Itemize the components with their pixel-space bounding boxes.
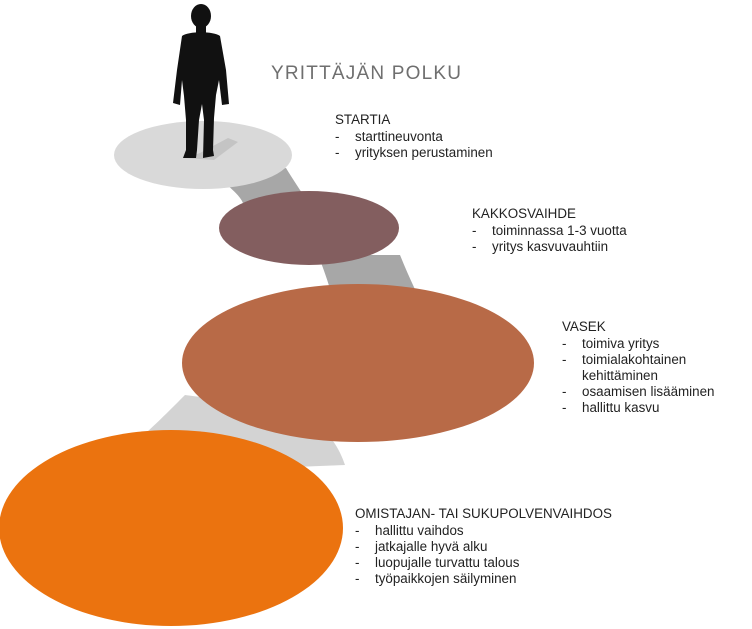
- stage-4-item: -hallittu vaihdos: [355, 523, 464, 538]
- stage-4-item: -työpaikkojen säilyminen: [355, 571, 517, 586]
- diagram-title: YRITTÄJÄN POLKU: [271, 63, 463, 84]
- stage-3-heading: VASEK: [562, 319, 606, 334]
- stage-1-item: -yrityksen perustaminen: [335, 145, 493, 160]
- stage-3-text: VASEK -toimiva yritys -toimialakohtainen…: [562, 319, 715, 416]
- stage-3-item: -toimialakohtainen: [562, 352, 687, 367]
- stage-4-platform: [0, 430, 343, 626]
- stage-3-platform: [182, 284, 534, 442]
- stage-4-text: OMISTAJAN- TAI SUKUPOLVENVAIHDOS -hallit…: [355, 506, 612, 587]
- stage-2-item: -yritys kasvuvauhtiin: [472, 239, 609, 254]
- stage-4-item: -luopujalle turvattu talous: [355, 555, 520, 570]
- person-figure: [173, 4, 229, 158]
- stage-4-item: -jatkajalle hyvä alku: [355, 539, 488, 554]
- stage-2-item: -toiminnassa 1-3 vuotta: [472, 223, 627, 238]
- stage-3-item: -osaamisen lisääminen: [562, 384, 715, 399]
- stage-1-heading: STARTIA: [335, 112, 391, 127]
- stage-4-heading: OMISTAJAN- TAI SUKUPOLVENVAIHDOS: [355, 506, 612, 521]
- stage-3-item: -hallittu kasvu: [562, 400, 660, 415]
- stage-1-text: STARTIA -starttineuvonta -yrityksen peru…: [335, 112, 493, 161]
- stage-2-text: KAKKOSVAIHDE -toiminnassa 1-3 vuotta -yr…: [472, 206, 627, 255]
- stage-2-platform: [219, 191, 399, 265]
- stage-1-item: -starttineuvonta: [335, 129, 443, 144]
- stage-2-heading: KAKKOSVAIHDE: [472, 206, 576, 221]
- stage-3-item: kehittäminen: [582, 368, 658, 383]
- stage-3-item: -toimiva yritys: [562, 336, 660, 351]
